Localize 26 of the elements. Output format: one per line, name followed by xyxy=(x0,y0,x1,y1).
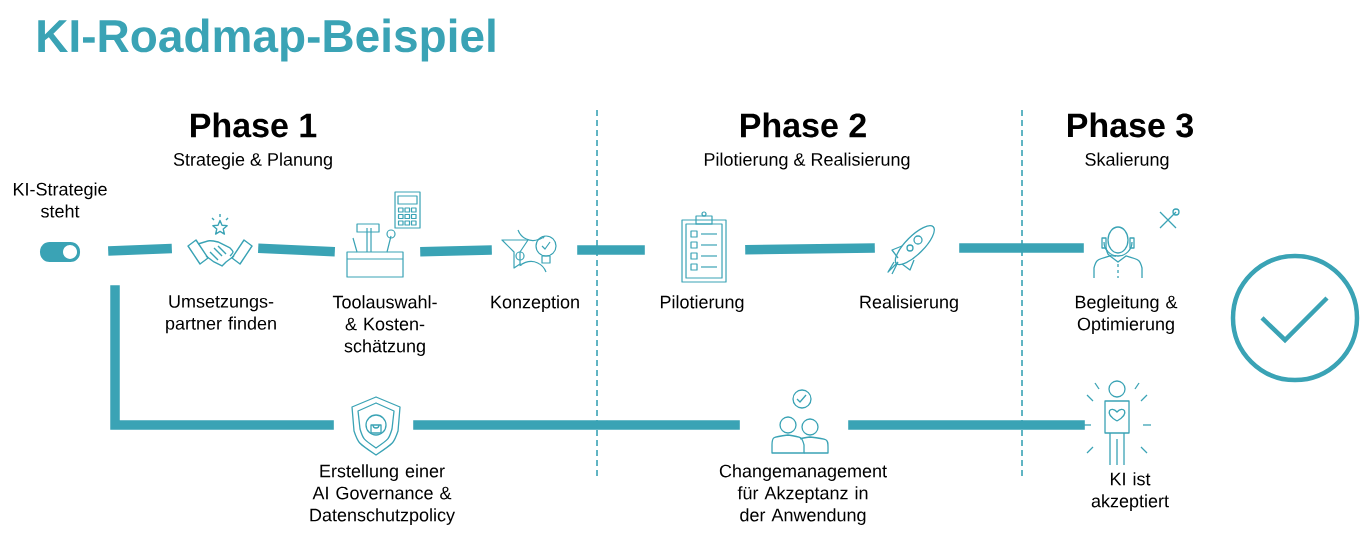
title: KI-Roadmap-Beispiel xyxy=(38,18,495,62)
step-label: Changemanagement für Akzeptanz in der Anwendung xyxy=(719,464,887,525)
connector-bar xyxy=(108,243,172,256)
connector-bar xyxy=(420,245,492,257)
connector-bar xyxy=(745,243,875,255)
connector-bar xyxy=(110,285,334,430)
phase-heading: Phase 2 xyxy=(741,112,866,138)
phase-heading: Phase 3 xyxy=(1068,112,1193,138)
connector-bar xyxy=(959,243,1084,253)
step-label: Begleitung & Optimierung xyxy=(1075,295,1178,334)
phase-subtitle: Strategie & Planung xyxy=(173,152,332,170)
connector-bar xyxy=(577,245,645,255)
step-label: KI-Strategie steht xyxy=(13,182,107,218)
step-label: Realisierung xyxy=(860,295,958,312)
phase-subtitle: Skalierung xyxy=(1085,152,1169,170)
phase-subtitle: Pilotierung & Realisierung xyxy=(704,152,910,170)
connector-bar xyxy=(413,420,740,430)
step-label: KI ist akzeptiert xyxy=(1091,472,1169,511)
step-label: Umsetzungs- partner finden xyxy=(166,295,276,334)
step-label: Erstellung einer AI Governance & Datenschutzpolicy xyxy=(310,464,455,525)
step-label: Konzeption xyxy=(491,295,579,312)
step-label: Pilotierung xyxy=(660,295,744,312)
step-label: Toolauswahl- & Kosten- schätzung xyxy=(332,295,437,356)
connector-bar xyxy=(258,243,336,257)
phase-heading: Phase 1 xyxy=(191,112,317,138)
connector-bar xyxy=(848,420,1085,430)
